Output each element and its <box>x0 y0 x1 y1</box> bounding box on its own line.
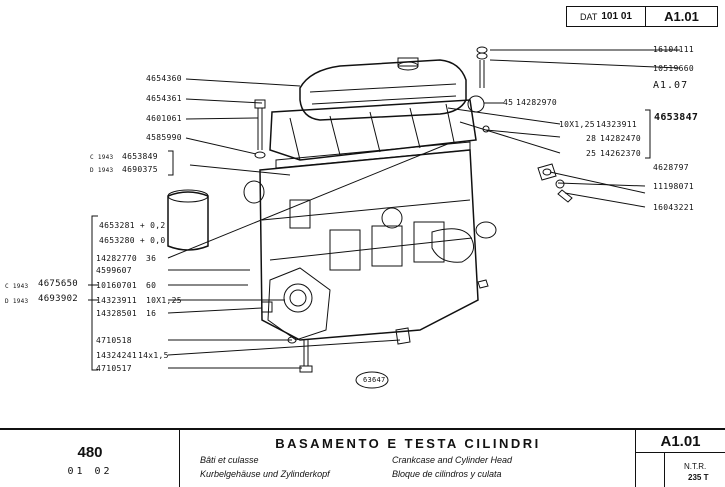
sheet-code-box: A1.01 <box>646 6 718 27</box>
part-number: 11198071 <box>653 182 694 191</box>
part-qty: 36 <box>146 254 157 263</box>
page-title: BASAMENTO E TESTA CILINDRI <box>275 436 541 451</box>
part-side-number: 4693902 <box>38 294 79 304</box>
part-prefix: D 1943 <box>90 167 114 174</box>
part-qty: 10X1,25 <box>146 296 182 305</box>
title-cell: BASAMENTO E TESTA CILINDRI Bâti et culas… <box>180 430 636 487</box>
dat-code: 101 01 <box>601 11 632 22</box>
part-number: 14282470 <box>600 134 641 143</box>
exploded-parts-diagram <box>88 46 681 389</box>
part-number: 10519660 <box>653 64 694 73</box>
model-number: 480 <box>77 444 103 461</box>
part-prefix: D 1943 <box>5 298 29 305</box>
model-sub: 01 02 <box>67 466 113 477</box>
model-cell: 480 01 02 <box>0 430 180 487</box>
part-number: 4599607 <box>96 266 132 275</box>
part-number: 14262370 <box>600 149 641 158</box>
part-number: 4653281 + 0,2 <box>99 221 166 230</box>
part-number: 16104111 <box>653 45 694 54</box>
title-english: Crankcase and Cylinder Head <box>392 455 513 465</box>
dat-label: DAT <box>580 11 598 22</box>
part-number: 16043221 <box>653 203 694 212</box>
part-group-number: 4653847 <box>654 112 699 123</box>
part-number: 4654361 <box>146 94 182 103</box>
part-number: 10160701 <box>96 281 137 290</box>
part-number: 4690375 <box>122 165 158 174</box>
part-qty: 28 <box>586 134 597 143</box>
part-number: 4654360 <box>146 74 182 83</box>
part-number: 4710517 <box>96 364 132 373</box>
part-qty: 45 <box>503 98 514 107</box>
part-qty: 60 <box>146 281 157 290</box>
sheet-code-footer: A1.01 <box>660 433 701 450</box>
part-number: 14323911 <box>96 296 137 305</box>
part-prefix: C 1943 <box>5 283 29 290</box>
part-number: 14282970 <box>516 98 557 107</box>
part-qty: 16 <box>146 309 157 318</box>
title-block: 480 01 02 BASAMENTO E TESTA CILINDRI Bât… <box>0 428 725 487</box>
ntr-value: 235 T <box>688 473 709 482</box>
part-number: 4653849 <box>122 152 158 161</box>
sheet-code: A1.01 <box>664 9 699 24</box>
part-number: 4601061 <box>146 114 182 123</box>
dat-code-box: DAT 101 01 <box>566 6 646 27</box>
part-number: 14328501 <box>96 309 137 318</box>
part-number: 4653280 + 0,0 <box>99 236 166 245</box>
part-side-number: 4675650 <box>38 279 79 289</box>
part-qty: 10X1,25 <box>559 120 595 129</box>
part-number: 14282770 <box>96 254 137 263</box>
title-german: Kurbelgehäuse und Zylinderkopf <box>200 469 330 479</box>
part-number: 4628797 <box>653 163 689 172</box>
part-ref: A1.07 <box>653 80 689 91</box>
sheet-cell: A1.01 N.T.R. 235 T <box>636 430 725 487</box>
ntr-label: N.T.R. <box>684 462 707 471</box>
title-french: Bâti et culasse <box>200 455 259 465</box>
part-number: 14323911 <box>596 120 637 129</box>
part-number: 4710518 <box>96 336 132 345</box>
part-qty: 14x1,5 <box>138 351 169 360</box>
title-spanish: Bloque de cilindros y culata <box>392 469 502 479</box>
figure-ref: 63647 <box>363 376 386 384</box>
part-number: 14324241 <box>96 351 137 360</box>
part-prefix: C 1943 <box>90 154 114 161</box>
part-qty: 25 <box>586 149 597 158</box>
part-number: 4585990 <box>146 133 182 142</box>
